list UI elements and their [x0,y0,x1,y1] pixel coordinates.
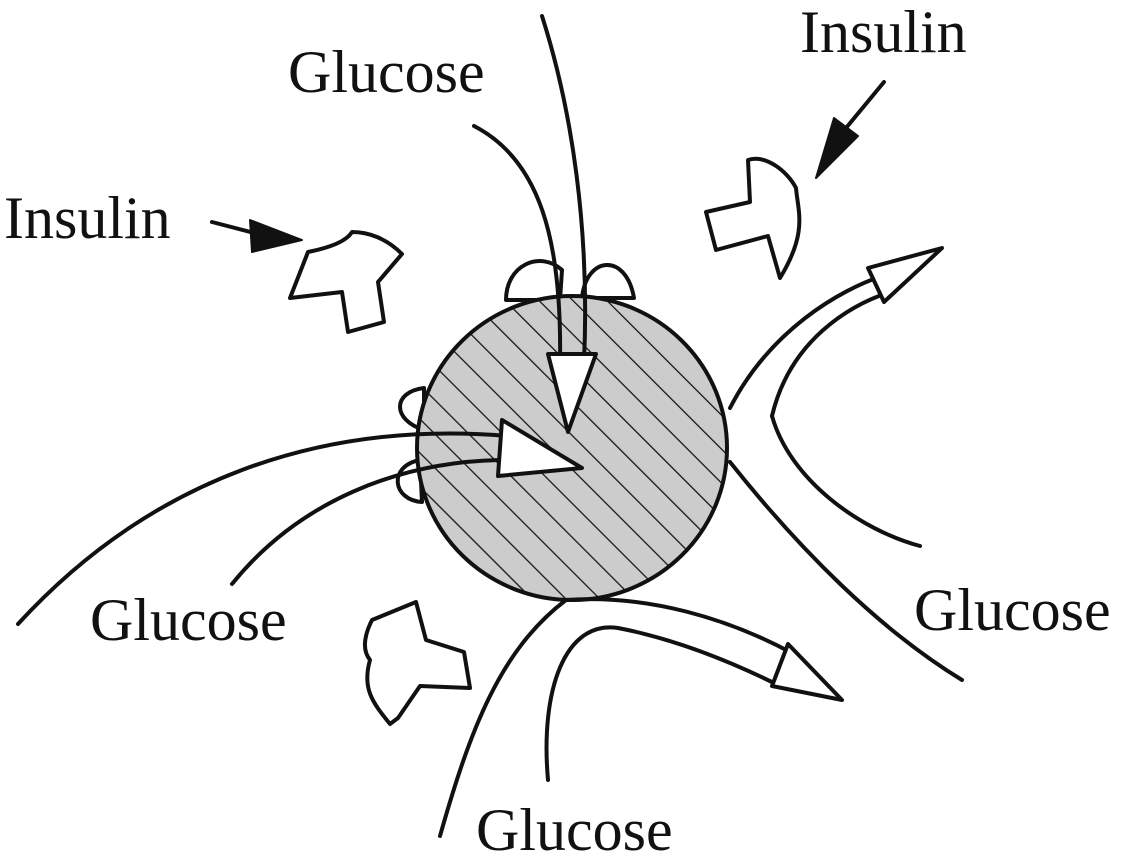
glucose-bypass-bottom-arrowhead [772,644,842,700]
insulin-pointer-left [212,220,302,252]
label-glucose-bottom: Glucose [476,797,673,861]
insulin-molecule-left [290,232,402,332]
insulin-molecule-top-right [706,159,799,278]
label-glucose-right: Glucose [914,577,1111,643]
cell-body [417,296,727,600]
insulin-pointer-top-right [816,82,884,178]
label-insulin-top-right: Insulin [800,0,967,65]
insulin-molecule-bottom [365,602,470,724]
label-insulin-left: Insulin [4,185,171,251]
receptor-top-right [582,265,634,298]
glucose-bypass-right-arrowhead [868,248,942,302]
label-glucose-top: Glucose [288,39,485,105]
label-glucose-left: Glucose [90,587,287,653]
